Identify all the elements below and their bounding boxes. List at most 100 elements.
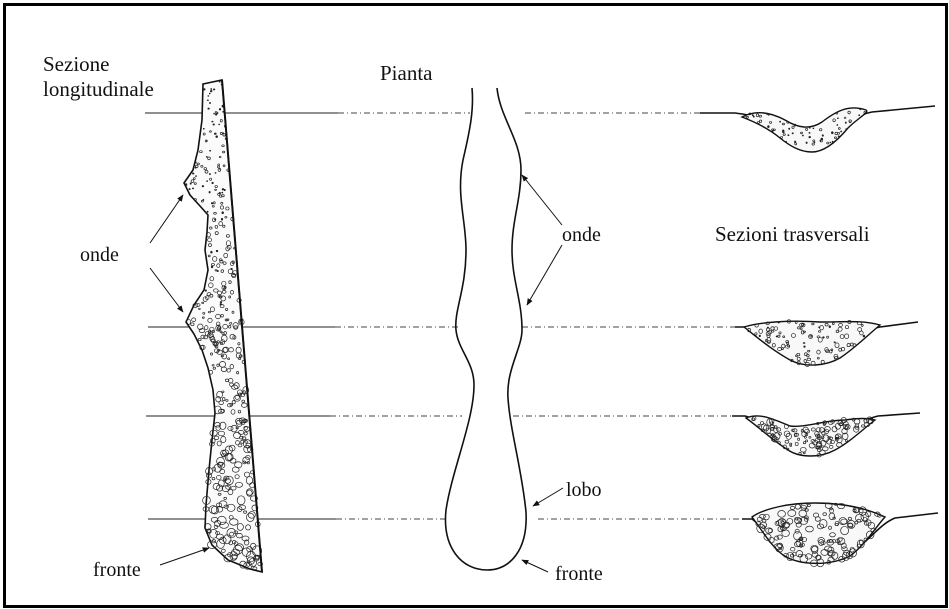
gravel-clast — [222, 188, 224, 190]
gravel-clast — [841, 131, 842, 132]
transverse-section-1-deposit — [742, 108, 867, 152]
gravel-clast — [192, 188, 193, 189]
transverse-section-3-deposit — [746, 416, 875, 456]
gravel-clast — [759, 335, 760, 337]
arrow-onde-plan-upper — [522, 175, 562, 225]
gravel-clast — [838, 136, 839, 137]
gravel-clast — [211, 266, 213, 268]
gravel-clast — [211, 251, 213, 253]
gravel-clast — [208, 108, 210, 109]
gravel-clast — [219, 108, 221, 110]
gravel-clast — [788, 135, 789, 136]
label-fronte-left: fronte — [93, 559, 141, 581]
gravel-clast — [204, 89, 206, 91]
longitudinal-title-line2: longitudinale — [43, 77, 154, 101]
arrow-onde-left-upper — [150, 195, 183, 243]
gravel-clast — [213, 89, 215, 90]
gravel-clast — [222, 212, 224, 214]
gravel-clast — [189, 188, 190, 189]
gravel-clast — [753, 116, 754, 117]
gravel-clast — [209, 191, 210, 193]
gravel-clast — [212, 182, 214, 183]
gravel-clast — [195, 176, 196, 177]
gravel-clast — [208, 96, 209, 97]
gravel-clast — [219, 192, 221, 193]
gravel-clast — [216, 136, 218, 138]
label-lobo: lobo — [566, 479, 602, 501]
gravel-clast — [221, 218, 223, 220]
gravel-clast — [752, 115, 753, 116]
gravel-clast — [819, 327, 820, 328]
gravel-clast — [829, 326, 831, 328]
gravel-clast — [834, 342, 835, 343]
gravel-clast — [212, 121, 213, 122]
gravel-clast — [185, 184, 187, 186]
plan-view — [445, 88, 526, 570]
gravel-clast — [207, 100, 208, 101]
gravel-clast — [192, 173, 194, 174]
gravel-clast — [214, 113, 215, 114]
gravel-clast — [203, 128, 204, 129]
gravel-clast — [209, 102, 210, 103]
gravel-clast — [845, 122, 846, 123]
gravel-clast — [215, 114, 217, 116]
gravel-clast — [210, 90, 212, 92]
gravel-clast — [846, 129, 847, 130]
transverse-section-2 — [735, 321, 918, 365]
gravel-clast — [219, 124, 220, 125]
gravel-clast — [786, 141, 787, 142]
plan-outline — [445, 88, 526, 570]
gravel-clast — [224, 189, 225, 190]
arrow-fronte-left — [160, 548, 209, 565]
gravel-clast — [783, 131, 785, 133]
gravel-clast — [802, 135, 803, 136]
gravel-clast — [207, 211, 208, 212]
gravel-clast — [207, 181, 208, 182]
gravel-clast — [809, 132, 810, 133]
gravel-clast — [211, 203, 213, 204]
gravel-clast — [792, 133, 793, 134]
gravel-clast — [215, 172, 216, 173]
gravel-clast — [794, 141, 795, 143]
gravel-clast — [213, 124, 215, 125]
label-fronte-plan: fronte — [555, 563, 603, 585]
gravel-clast — [809, 136, 811, 138]
gravel-clast — [831, 132, 833, 134]
arrow-onde-left-lower — [150, 268, 183, 312]
arrow-fronte-plan — [522, 560, 548, 572]
gravel-clast — [806, 142, 807, 144]
arrow-lobo — [533, 488, 563, 506]
transverse-section-3 — [732, 413, 920, 456]
gravel-clast — [209, 93, 210, 94]
gravel-clast — [206, 156, 207, 157]
gravel-clast — [778, 321, 780, 323]
gravel-clast — [220, 301, 222, 302]
transverse-sections — [700, 106, 938, 567]
gravel-clast — [863, 335, 865, 337]
label-onde-left: onde — [80, 244, 119, 266]
longitudinal-title-line1: Sezione — [43, 52, 109, 76]
gravel-clast — [860, 108, 862, 110]
gravel-clast — [837, 124, 838, 125]
gravel-clast — [216, 250, 218, 252]
gravel-clast — [219, 81, 220, 82]
gravel-clast — [214, 133, 215, 134]
arrow-onde-plan-lower — [527, 245, 562, 305]
longitudinal-section — [184, 80, 263, 572]
label-onde-plan: onde — [562, 224, 601, 246]
gravel-clast — [768, 126, 770, 128]
gravel-clast — [822, 135, 823, 137]
gravel-clast — [209, 174, 210, 175]
gravel-clast — [859, 115, 860, 116]
gravel-clast — [209, 150, 210, 151]
gravel-clast — [211, 88, 212, 89]
gravel-clast — [223, 133, 224, 134]
gravel-clast — [780, 121, 781, 122]
gravel-clast — [744, 115, 746, 116]
gravel-clast — [804, 346, 806, 348]
gravel-clast — [820, 140, 821, 141]
gravel-clast — [821, 138, 823, 140]
transverse-section-1 — [700, 106, 935, 152]
